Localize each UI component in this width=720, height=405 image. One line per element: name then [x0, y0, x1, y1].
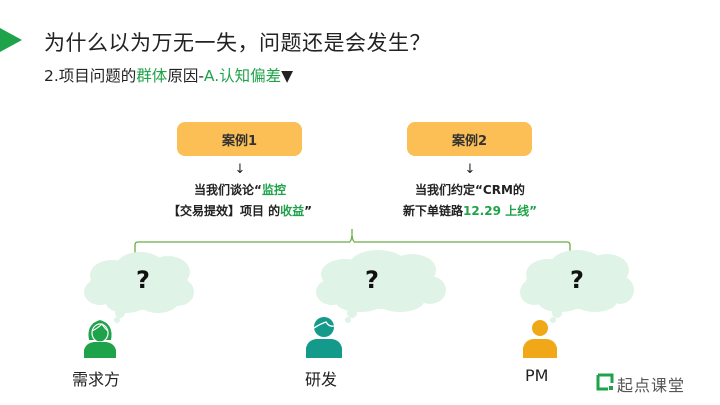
page-subtitle: 2.项目问题的群体原因-A.认知偏差▼ — [44, 64, 293, 86]
male-user-icon — [306, 317, 342, 358]
question-mark-1: ? — [136, 266, 150, 294]
case-2-line2: 新下单链路 — [402, 204, 463, 218]
subtitle-highlight2: A.认知偏差 — [203, 67, 282, 85]
case-1-description: 当我们谈论“监控 【交易提效】项目 的收益” — [140, 180, 340, 222]
subtitle-highlight1: 群体 — [136, 67, 168, 85]
down-arrow-icon: ↓ — [234, 162, 246, 177]
thought-cloud-icon — [84, 252, 194, 323]
case-2-description: 当我们约定“CRM的 新下单链路12.29 上线” — [370, 180, 570, 222]
dropdown-triangle-icon: ▼ — [281, 67, 294, 85]
subtitle-part2: 原因- — [167, 67, 204, 85]
case-2-box: 案例2 — [407, 122, 532, 156]
role-label-pm: PM — [525, 366, 549, 385]
title-triangle-icon — [0, 28, 22, 52]
page-title: 为什么以为万无一失，问题还是会发生？ — [44, 31, 431, 55]
user-icon — [523, 320, 557, 358]
role-label-requester: 需求方 — [72, 370, 121, 389]
thought-cloud-icon — [316, 250, 446, 323]
case-2-line2-end: ” — [529, 204, 538, 218]
question-mark-2: ? — [365, 266, 379, 294]
case-1-line2: 【交易提效】项目 的 — [167, 204, 281, 218]
case-1-line2-end: ” — [304, 204, 313, 218]
case-2-line2-highlight: 12.29 上线 — [462, 204, 530, 218]
down-arrow-icon: ↓ — [464, 162, 476, 177]
case-1-line1: 当我们谈论“ — [194, 183, 262, 197]
logo-text: 起点课堂 — [617, 376, 686, 395]
case-2-line1: 当我们约定“CRM的 — [415, 183, 525, 197]
question-mark-3: ? — [570, 266, 584, 294]
role-label-dev: 研发 — [305, 370, 338, 389]
case-1-line2-highlight: 收益 — [280, 204, 305, 218]
female-user-icon — [84, 320, 116, 358]
subtitle-part1: 2.项目问题的 — [44, 67, 137, 85]
case-1-box: 案例1 — [177, 122, 302, 156]
logo-icon — [596, 373, 614, 391]
case-1-label: 案例1 — [221, 133, 258, 149]
thought-cloud-icon — [520, 250, 634, 323]
case-2-label: 案例2 — [451, 133, 488, 149]
case-1-line1-highlight: 监控 — [261, 183, 286, 197]
